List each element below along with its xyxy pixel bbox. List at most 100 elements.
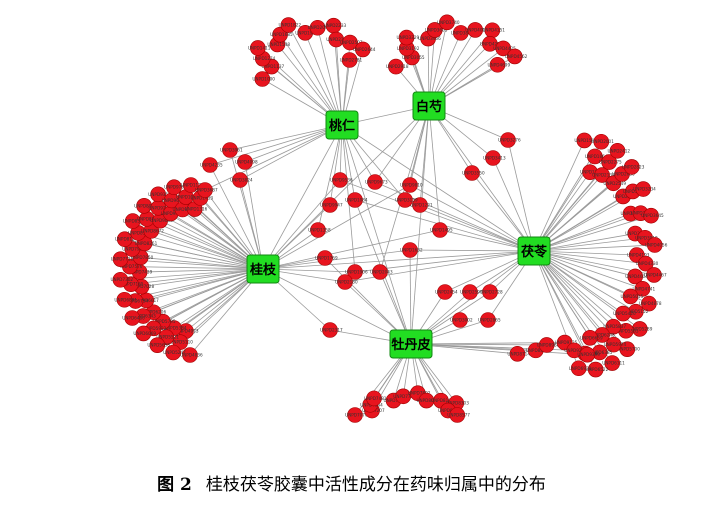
ingredient-node[interactable] [372,264,388,280]
ingredient-node[interactable] [322,322,338,338]
ingredient-node[interactable] [601,154,617,170]
ingredient-node[interactable] [355,41,371,58]
ingredient-node[interactable] [250,40,266,56]
ingredient-node[interactable] [462,284,478,300]
ingredient-node[interactable] [309,19,326,36]
ingredient-node[interactable] [237,154,253,170]
ingredient-node[interactable] [609,142,626,159]
ingredient-node[interactable] [495,40,512,57]
ingredient-node[interactable] [332,172,348,188]
ingredient-node[interactable] [398,29,415,46]
ingredient-node[interactable] [116,291,133,308]
herb-node-mudanpi[interactable]: 牡丹皮 [389,329,433,359]
ingredient-node[interactable] [437,284,453,300]
ingredient-node[interactable] [322,197,338,213]
ingredient-node[interactable] [166,179,182,196]
ingredient-label: UNPD3055 [402,55,425,60]
ingredient-node[interactable] [182,347,198,363]
ingredient-node[interactable] [254,71,271,87]
network-edge [533,250,613,364]
ingredient-node[interactable] [646,267,662,283]
ingredient-node[interactable] [464,165,480,181]
network-edge [229,124,343,151]
ingredient-node[interactable] [317,250,333,266]
herb-node-taoren[interactable]: 桃仁 [325,110,359,140]
ingredient-node[interactable] [432,222,448,238]
ingredient-node[interactable] [280,17,297,33]
ingredient-node[interactable] [594,167,610,183]
ingredient-node[interactable] [347,407,363,423]
ingredient-node[interactable] [222,142,238,158]
ingredient-node[interactable] [337,274,353,290]
herb-label-mudanpi: 牡丹皮 [391,337,430,353]
ingredient-node[interactable] [347,192,363,208]
ingredient-node[interactable] [116,231,133,248]
ingredient-node[interactable] [397,192,413,208]
ingredient-node[interactable] [485,150,501,166]
ingredient-node[interactable] [579,346,596,363]
ingredient-node[interactable] [634,281,651,297]
ingredient-node[interactable] [402,177,418,193]
ingredient-node[interactable] [582,329,598,346]
ingredient-node[interactable] [183,177,199,193]
ingredient-node[interactable] [587,361,604,378]
ingredient-node[interactable] [587,148,603,165]
ingredient-node[interactable] [538,337,555,353]
ingredient-node[interactable] [641,295,657,312]
ingredient-node[interactable] [604,355,621,371]
ingredient-node[interactable] [622,288,639,305]
ingredient-node[interactable] [467,22,484,38]
ingredient-node[interactable] [232,172,248,188]
ingredient-label: UNPD2275 [599,160,622,165]
ingredient-node[interactable] [112,271,129,288]
herb-node-guizhi[interactable]: 桂枝 [246,254,280,284]
ingredient-label: UNPD2180 [335,280,358,285]
ingredient-node[interactable] [623,159,640,175]
ingredient-node[interactable] [489,56,506,73]
ingredient-node[interactable] [341,52,358,68]
ingredient-node[interactable] [149,337,166,353]
ingredient-node[interactable] [452,312,468,328]
network-edge [341,124,412,345]
ingredient-node[interactable] [310,222,326,238]
ingredient-node[interactable] [124,310,141,326]
ingredient-node[interactable] [112,251,129,267]
ingredient-node[interactable] [593,133,610,150]
ingredient-node[interactable] [402,242,418,258]
ingredient-node[interactable] [202,157,218,173]
ingredient-node[interactable] [135,325,152,342]
ingredient-node[interactable] [605,318,622,335]
ingredient-node[interactable] [637,255,654,272]
ingredient-node[interactable] [570,360,587,377]
ingredient-node[interactable] [509,346,526,362]
ingredient-node[interactable] [480,312,496,328]
ingredient-node[interactable] [165,344,181,361]
ingredient-node[interactable] [605,336,622,353]
ingredient-node[interactable] [482,284,498,300]
herb-node-baishao[interactable]: 白芍 [412,91,446,121]
network-edge [533,250,636,313]
ingredient-node[interactable] [347,264,363,280]
ingredient-node[interactable] [367,174,383,190]
ingredient-node[interactable] [646,237,663,253]
ingredient-node[interactable] [506,48,523,65]
ingredient-node[interactable] [627,268,644,285]
ingredient-node[interactable] [635,181,652,197]
ingredient-node[interactable] [150,186,166,203]
ingredient-node[interactable] [197,182,213,198]
ingredient-node[interactable] [439,14,455,31]
ingredient-node[interactable] [643,207,659,224]
ingredient-node[interactable] [342,34,358,51]
ingredient-node[interactable] [426,22,443,38]
ingredient-node[interactable] [412,197,428,213]
herb-label-fuling: 茯苓 [521,244,548,260]
ingredient-label: UNPD1274 [253,56,276,61]
ingredient-node[interactable] [388,58,404,75]
ingredient-label: UNPD5700 [617,347,640,352]
herb-node-fuling[interactable]: 茯苓 [517,236,551,266]
ingredient-node[interactable] [366,390,382,407]
ingredient-node[interactable] [615,305,631,322]
ingredient-node[interactable] [500,132,516,148]
ingredient-node[interactable] [576,132,593,149]
ingredient-node[interactable] [449,407,466,423]
